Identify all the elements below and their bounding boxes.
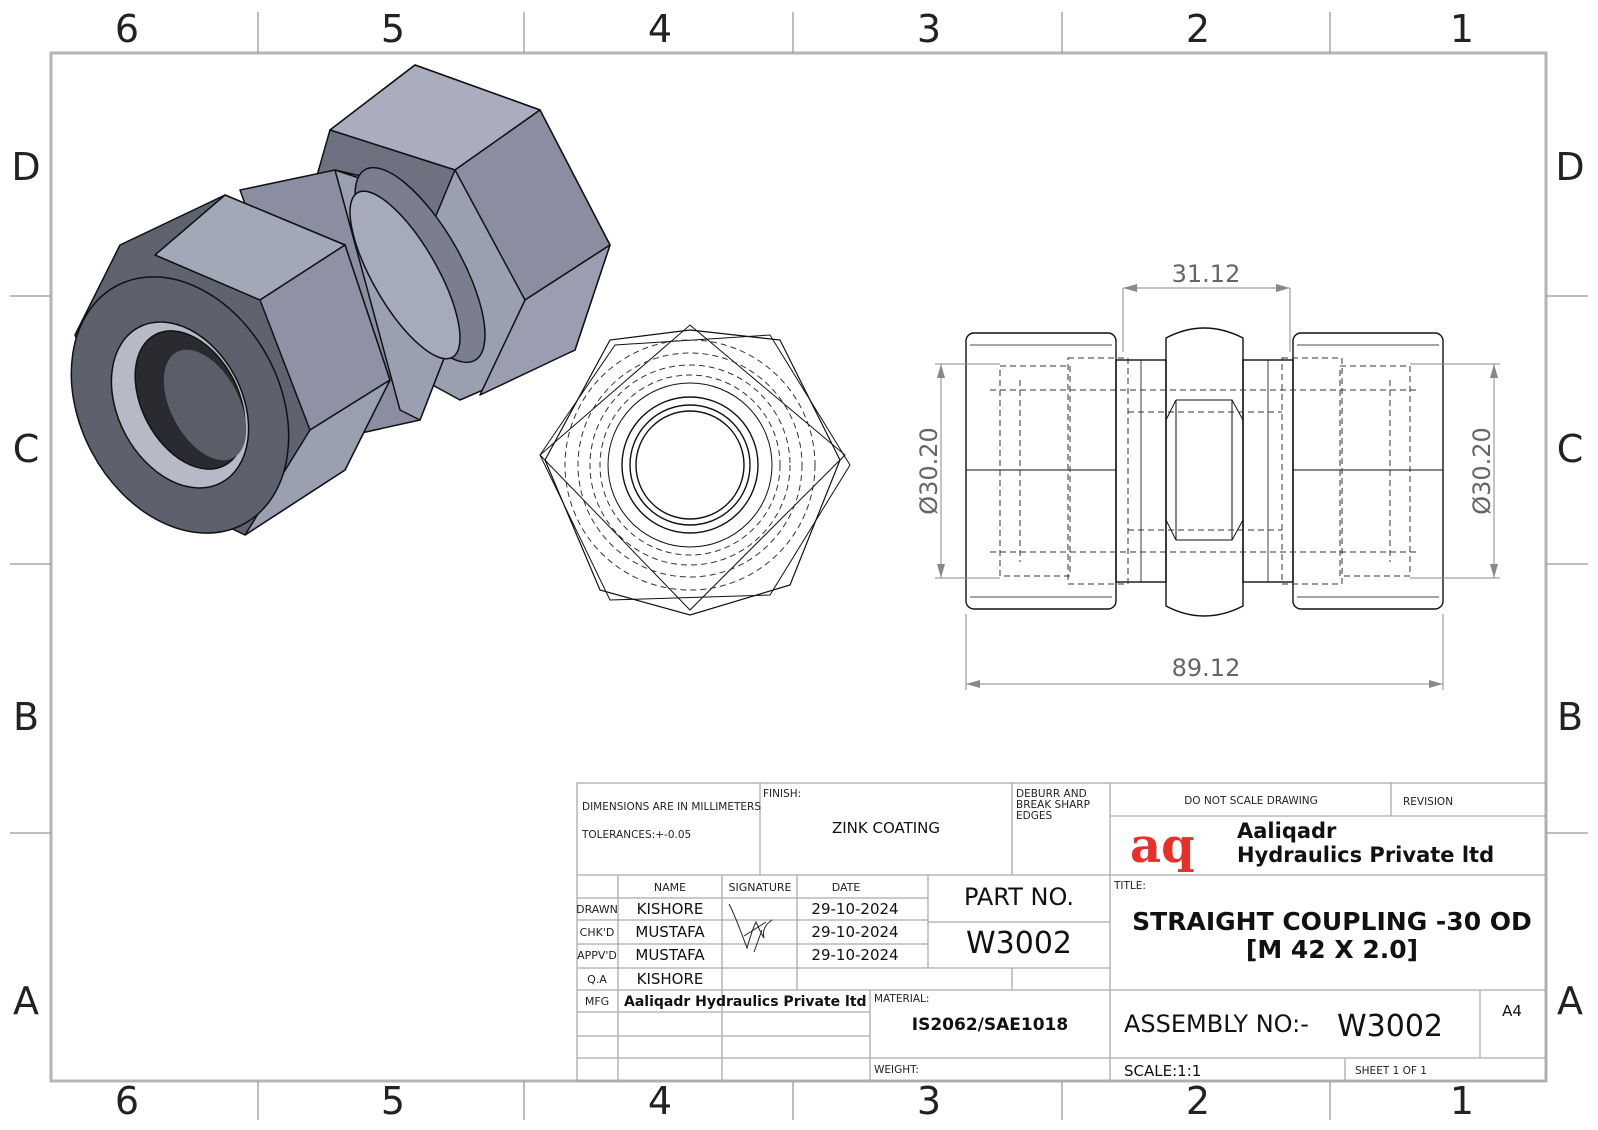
- zone-col-6-bottom: 6: [115, 1079, 139, 1123]
- col-name-header: NAME: [654, 881, 686, 894]
- zone-col-5-bottom: 5: [381, 1079, 405, 1123]
- isometric-view: [70, 64, 611, 536]
- row-role-mfg: MFG: [585, 995, 609, 1008]
- zone-col-2-bottom: 2: [1186, 1079, 1210, 1123]
- finish-label: FINISH:: [763, 788, 801, 800]
- row-name-mfg: Aaliqadr Hydraulics Private ltd: [624, 994, 867, 1010]
- logo-glyph: aq: [1130, 818, 1195, 874]
- deburr-line-2: BREAK SHARP: [1016, 799, 1090, 811]
- dimension-lines: [935, 284, 1500, 690]
- scale-value: SCALE:1:1: [1124, 1062, 1201, 1080]
- col-signature-header: SIGNATURE: [728, 881, 791, 894]
- row-date-checked: 29-10-2024: [811, 923, 898, 941]
- row-name-approved: MUSTAFA: [635, 946, 705, 964]
- zone-col-3-top: 3: [917, 7, 941, 51]
- zone-row-a-right: A: [1557, 979, 1583, 1023]
- zone-row-b-right: B: [1557, 695, 1583, 739]
- assembly-no-value: W3002: [1337, 1009, 1443, 1044]
- part-no-value: W3002: [966, 926, 1072, 961]
- zone-col-3-bottom: 3: [917, 1079, 941, 1123]
- zone-col-6-top: 6: [115, 7, 139, 51]
- company-name-line-1: Aaliqadr: [1237, 819, 1337, 843]
- side-view: [965, 327, 1444, 617]
- row-name-drawn: KISHORE: [637, 900, 704, 918]
- zone-row-c-left: C: [13, 427, 40, 471]
- dimension-diameter-left: Ø30.20: [915, 427, 943, 515]
- row-date-approved: 29-10-2024: [811, 946, 898, 964]
- drawing-title-line-1: STRAIGHT COUPLING -30 OD: [1132, 907, 1532, 936]
- title-block-grid: [576, 782, 1547, 1082]
- row-role-checked: CHK'D: [580, 926, 615, 939]
- dimension-diameter-right: Ø30.20: [1468, 427, 1496, 515]
- assembly-no-label: ASSEMBLY NO:-: [1124, 1010, 1309, 1038]
- tolerances-note: TOLERANCES:+-0.05: [581, 829, 691, 841]
- dimension-overall-length: 89.12: [1172, 654, 1241, 682]
- deburr-line-3: EDGES: [1016, 810, 1052, 822]
- do-not-scale-note: DO NOT SCALE DRAWING: [1184, 795, 1318, 807]
- row-role-approved: APPV'D: [577, 949, 617, 962]
- material-label: MATERIAL:: [874, 993, 929, 1005]
- zone-row-d-right: D: [1555, 145, 1584, 189]
- signature-scribble: [728, 903, 773, 953]
- weight-label: WEIGHT:: [874, 1064, 919, 1076]
- sheet-size: A4: [1502, 1002, 1522, 1020]
- material-value: IS2062/SAE1018: [912, 1015, 1068, 1035]
- row-name-checked: MUSTAFA: [635, 923, 705, 941]
- row-date-drawn: 29-10-2024: [811, 900, 898, 918]
- sheet-count: SHEET 1 OF 1: [1355, 1065, 1427, 1077]
- company-name-line-2: Hydraulics Private ltd: [1237, 843, 1494, 867]
- row-name-qa: KISHORE: [637, 970, 704, 988]
- row-role-drawn: DRAWN: [576, 903, 618, 916]
- zone-row-d-left: D: [11, 145, 40, 189]
- zone-col-1-bottom: 1: [1450, 1079, 1474, 1123]
- company-logo: aq: [1130, 818, 1195, 874]
- revision-label: REVISION: [1403, 796, 1453, 808]
- end-view: [539, 324, 851, 616]
- zone-col-2-top: 2: [1186, 7, 1210, 51]
- col-date-header: DATE: [832, 881, 861, 894]
- zone-col-4-top: 4: [648, 7, 672, 51]
- finish-value: ZINK COATING: [832, 819, 940, 837]
- zone-row-a-left: A: [13, 979, 39, 1023]
- row-role-qa: Q.A: [587, 973, 607, 986]
- deburr-line-1: DEBURR AND: [1016, 788, 1087, 800]
- zone-col-5-top: 5: [381, 7, 405, 51]
- title-label: TITLE:: [1113, 880, 1146, 892]
- part-no-label: PART NO.: [964, 883, 1074, 911]
- zone-col-1-top: 1: [1450, 7, 1474, 51]
- drawing-title-line-2: [M 42 X 2.0]: [1246, 935, 1418, 964]
- zone-row-b-left: B: [13, 695, 39, 739]
- zone-row-c-right: C: [1557, 427, 1584, 471]
- zone-col-4-bottom: 4: [648, 1079, 672, 1123]
- dimensions-note: DIMENSIONS ARE IN MILLIMETERS: [582, 801, 761, 813]
- dimension-hex-width: 31.12: [1172, 260, 1241, 288]
